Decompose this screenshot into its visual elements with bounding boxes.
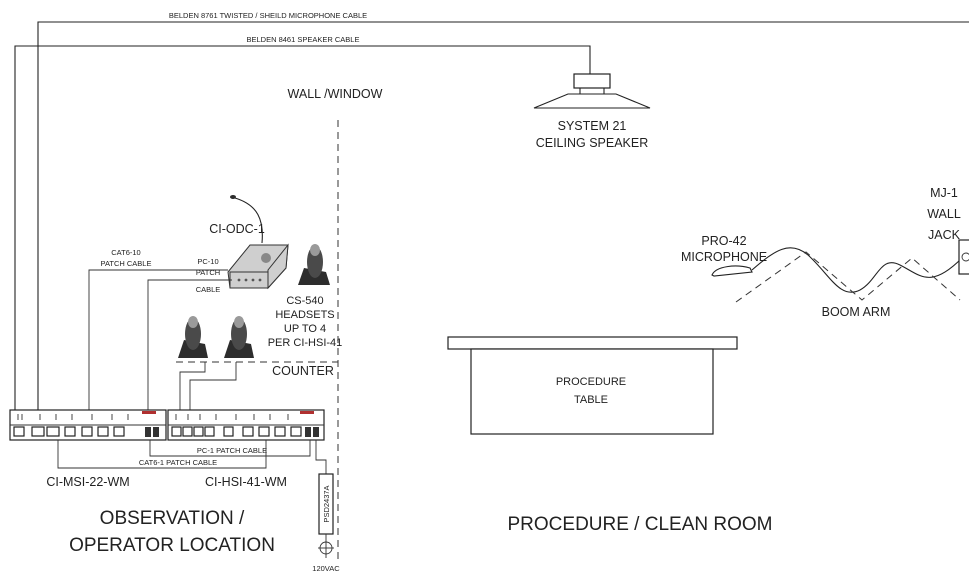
cat6-1-cable <box>57 440 267 469</box>
pc-10-label-line2: PATCH <box>196 268 220 277</box>
msi-label: CI-MSI-22-WM <box>46 475 129 489</box>
wall-jack-icon <box>958 239 969 275</box>
msi-module <box>9 409 167 441</box>
mic-label-line1: PRO-42 <box>701 234 746 248</box>
mic-label-line2: MICROPHONE <box>681 250 767 264</box>
headsets-label-line4: PER CI-HSI-41 <box>268 337 343 349</box>
observation-label-line2: OPERATOR LOCATION <box>69 535 275 556</box>
psu-cable <box>315 440 327 474</box>
ceiling-speaker-icon <box>533 73 651 109</box>
cat6-10-label-line2: PATCH CABLE <box>101 259 152 268</box>
headsets-label-line3: UP TO 4 <box>284 323 326 335</box>
headset-cable-2 <box>189 362 237 413</box>
cat6-10-label-line1: CAT6-10 <box>111 248 140 257</box>
speaker-label-line2: CEILING SPEAKER <box>536 136 649 150</box>
microphone-icon <box>711 265 753 277</box>
cat6-10-cable <box>88 269 228 413</box>
table-label-line1: PROCEDURE <box>556 376 626 388</box>
pc-1-label: PC-1 PATCH CABLE <box>197 446 267 455</box>
counter-label: COUNTER <box>272 364 334 378</box>
boom-arm <box>735 251 961 303</box>
pc-10-label-line1: PC-10 <box>197 257 218 266</box>
headsets-label-line2: HEADSETS <box>275 309 334 321</box>
speaker-label-line1: SYSTEM 21 <box>558 119 627 133</box>
psu-label: PSD2437A <box>322 485 331 522</box>
jack-label-line2: WALL <box>927 207 961 221</box>
headset-icon-2 <box>178 316 208 358</box>
jack-label-line1: MJ-1 <box>930 186 958 200</box>
headset-cable-1 <box>179 362 206 413</box>
table-label-line2: TABLE <box>574 394 608 406</box>
clean-room-label: PROCEDURE / CLEAN ROOM <box>508 514 773 535</box>
mic-cable-label: BELDEN 8761 TWISTED / SHEILD MICROPHONE … <box>169 11 367 20</box>
desk-console-icon <box>227 195 289 290</box>
headsets-label-line1: CS-540 <box>286 295 323 307</box>
mic-cable <box>37 21 969 413</box>
speaker-cable-label: BELDEN 8461 SPEAKER CABLE <box>247 35 360 44</box>
pc-10-label-line3: CABLE <box>196 285 221 294</box>
pc-1-cable <box>149 440 311 457</box>
odc-label: CI-ODC-1 <box>209 222 265 236</box>
jack-label-line3: JACK <box>928 228 961 242</box>
procedure-table <box>447 336 738 435</box>
mic-cable-coil <box>751 247 963 293</box>
observation-label-line1: OBSERVATION / <box>100 508 245 529</box>
headset-icon-1 <box>298 244 330 285</box>
boom-arm-label: BOOM ARM <box>822 305 891 319</box>
wall-label: WALL /WINDOW <box>288 87 383 101</box>
hsi-label: CI-HSI-41-WM <box>205 475 287 489</box>
headset-icon-3 <box>224 316 254 358</box>
pc-10-cable <box>147 279 232 413</box>
power-plug-icon <box>318 541 334 555</box>
hsi-module <box>167 409 325 441</box>
cat6-1-label: CAT6-1 PATCH CABLE <box>139 458 217 467</box>
vac-label: 120VAC <box>312 564 340 573</box>
speaker-cable <box>14 45 591 413</box>
